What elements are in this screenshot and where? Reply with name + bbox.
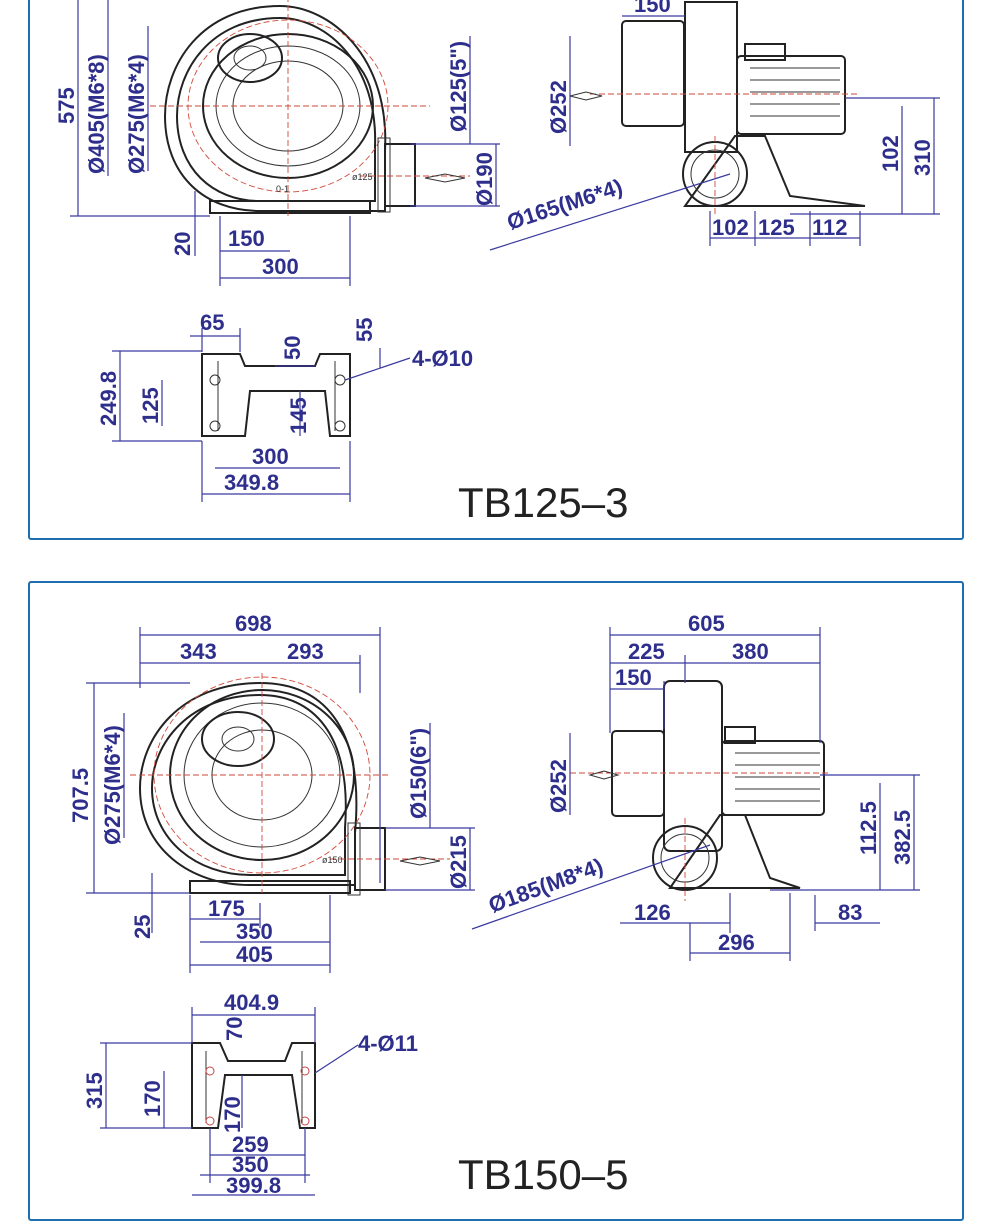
dim-height: 575 xyxy=(54,87,79,124)
dim-top-width: 150 xyxy=(634,0,671,17)
dim-outlet-diameter: Ø150(6") xyxy=(406,728,431,819)
drawing-panel-tb125-3: ø125 0-1 575 Ø405(M6*8) Ø275(M6*4) 20 15… xyxy=(28,0,964,540)
dim-base-w2: 50 xyxy=(280,336,305,360)
side-view xyxy=(570,680,830,901)
model-label: TB150–5 xyxy=(458,1151,628,1198)
base-dimensions: 404.9 70 4-Ø11 315 170 170 259 350 399.8 xyxy=(82,990,418,1198)
base-view xyxy=(191,1042,316,1129)
dim-width-3: 405 xyxy=(236,942,273,967)
dim-base-w1: 259 xyxy=(232,1132,269,1157)
dim-total-width: 698 xyxy=(235,611,272,636)
dim-left-width: 343 xyxy=(180,639,217,664)
dim-base-h-inner: 125 xyxy=(138,387,163,424)
dim-height-1: 112.5 xyxy=(856,801,881,855)
dim-side-c: 150 xyxy=(615,665,652,690)
dim-base-1: 126 xyxy=(634,900,671,925)
side-view xyxy=(569,1,866,216)
dim-width-2: 350 xyxy=(236,919,273,944)
dim-base-w1-125: 65 xyxy=(200,310,224,335)
dim-side-total: 605 xyxy=(688,611,725,636)
model-label: TB125–3 xyxy=(458,479,628,526)
dim-height-2: 310 xyxy=(910,139,935,176)
front-dimensions: 698 343 293 707.5 Ø275(M6*4) 25 Ø150(6")… xyxy=(68,611,475,973)
dim-base-w3: 55 xyxy=(352,318,377,342)
dim-inlet-diameter: Ø275(M6*4) xyxy=(124,54,149,174)
dim-outlet-diameter-side: Ø165(M6*4) xyxy=(504,174,626,235)
dim-side-a: 225 xyxy=(628,639,665,664)
dim-base-h-inner: 170 xyxy=(140,1080,165,1117)
dim-base-3: 83 xyxy=(838,900,862,925)
dim-base-2: 125 xyxy=(758,215,795,240)
dim-height: 707.5 xyxy=(68,768,93,823)
dim-outlet-flange: Ø215 xyxy=(446,835,471,889)
dim-base-1: 102 xyxy=(712,215,749,240)
dim-base-h-mid: 145 xyxy=(286,397,311,434)
dim-outlet-flange: Ø190 xyxy=(472,152,497,206)
center-mark: 0-1 xyxy=(276,184,289,194)
front-view: ø150 xyxy=(130,673,450,896)
dim-base-holes: 4-Ø11 xyxy=(358,1031,418,1056)
dim-width-1: 175 xyxy=(208,896,245,921)
dim-right-width: 293 xyxy=(287,639,324,664)
outlet-mark: ø125 xyxy=(352,172,373,182)
dim-base-h-total: 249.8 xyxy=(96,371,121,426)
dim-height-2: 382.5 xyxy=(890,810,915,865)
dim-half-width: 150 xyxy=(228,226,265,251)
dim-height-1: 102 xyxy=(878,135,903,172)
dim-base-w-total: 404.9 xyxy=(224,990,279,1015)
dim-outlet-diameter-side: Ø185(M8*4) xyxy=(485,853,606,917)
side-dimensions: 605 225 380 150 Ø252 Ø185(M8*4) 112.5 38… xyxy=(471,611,920,961)
dim-base-holes: 4-Ø10 xyxy=(412,346,473,371)
base-dimensions: 259 65 50 55 4-Ø10 249.8 125 145 300 349… xyxy=(96,310,473,502)
dim-base-w2: 350 xyxy=(232,1152,269,1177)
dim-flange-diameter: Ø405(M6*8) xyxy=(84,54,109,174)
drawing-tb150-5: ø150 698 343 293 707.5 Ø275(M6*4) 25 xyxy=(68,611,920,1198)
drawing-panel-tb150-5: ø150 698 343 293 707.5 Ø275(M6*4) 25 xyxy=(28,581,964,1221)
dim-body-diameter: Ø252 xyxy=(546,80,571,134)
dim-base-w-top: 70 xyxy=(222,1017,247,1041)
dim-inlet-diameter: Ø275(M6*4) xyxy=(100,725,125,845)
dim-base-w-holes: 300 xyxy=(252,444,289,469)
dim-body-diameter: Ø252 xyxy=(546,759,571,813)
dim-base-h-mid: 170 xyxy=(220,1096,245,1133)
front-view: ø125 0-1 xyxy=(150,0,470,216)
dim-foot-height: 25 xyxy=(130,915,155,939)
dim-base-width: 300 xyxy=(262,254,299,279)
dim-side-b: 380 xyxy=(732,639,769,664)
dim-base-w-total: 349.8 xyxy=(224,470,279,495)
drawing-tb125-3: ø125 0-1 575 Ø405(M6*8) Ø275(M6*4) 20 15… xyxy=(54,0,940,526)
dim-base-2: 296 xyxy=(718,930,755,955)
outlet-mark: ø150 xyxy=(322,855,343,865)
front-dimensions: 575 Ø405(M6*8) Ø275(M6*4) 20 150 300 Ø12… xyxy=(54,0,500,286)
dim-outlet-diameter: Ø125(5") xyxy=(446,41,471,132)
dim-base-3: 112 xyxy=(812,215,848,240)
dim-base-h-total: 315 xyxy=(82,1072,107,1109)
dim-base-w3: 399.8 xyxy=(226,1173,281,1198)
dim-foot-height: 20 xyxy=(170,232,195,256)
